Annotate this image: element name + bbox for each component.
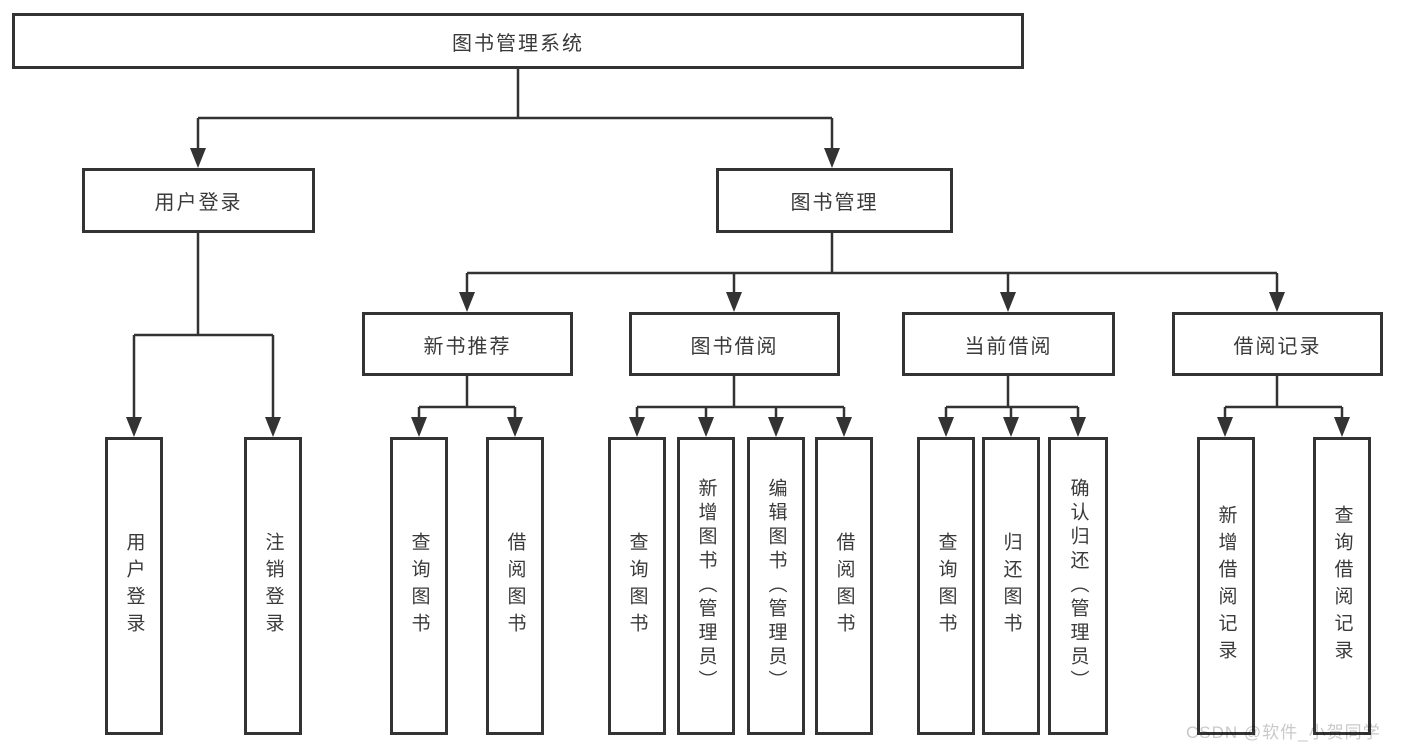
leaf-confirm-return-admin-label: 确认归还（管理员） [1067,478,1089,694]
leaf-logout-label: 注销登录 [262,532,284,640]
leaf-add-book-admin-label: 新增图书（管理员） [695,478,717,694]
leaf-user-login-label: 用户登录 [123,532,145,640]
leaf-add-book-admin: 新增图书（管理员） [677,437,735,735]
leaf-borrow-books: 借阅图书 [815,437,873,735]
leaf-query-books-recommend-label: 查询图书 [408,532,430,640]
leaf-add-borrow-record: 新增借阅记录 [1197,437,1255,735]
group-borrow-records: 借阅记录 [1172,312,1383,376]
connector-current-borrow-to-leaves [938,376,1086,437]
connector-root-to-level2 [190,69,840,168]
group-current-borrow-label: 当前借阅 [964,335,1053,358]
leaf-edit-book-admin-label: 编辑图书（管理员） [765,478,787,694]
leaf-add-borrow-record-label: 新增借阅记录 [1215,505,1237,667]
group-current-borrow: 当前借阅 [902,312,1115,376]
group-new-book-recommend-label: 新书推荐 [423,335,512,358]
leaf-borrow-books-recommend-label: 借阅图书 [504,532,526,640]
branch-book-management: 图书管理 [716,168,953,233]
leaf-query-books-current-label: 查询图书 [935,532,957,640]
group-borrow-records-label: 借阅记录 [1233,335,1322,358]
leaf-query-books-recommend: 查询图书 [390,437,448,735]
branch-book-management-label: 图书管理 [790,192,879,214]
connector-new-book-recommend-to-leaves [411,376,523,437]
leaf-logout: 注销登录 [244,437,302,735]
root-label: 图书管理系统 [452,32,584,55]
leaf-return-book: 归还图书 [982,437,1040,735]
branch-user-login: 用户登录 [82,168,315,233]
leaf-query-books-current: 查询图书 [917,437,975,735]
group-book-borrow: 图书借阅 [629,312,840,376]
branch-user-login-label: 用户登录 [154,192,243,214]
leaf-query-borrow-record-label: 查询借阅记录 [1331,505,1353,667]
root-box-library-system: 图书管理系统 [12,13,1024,69]
leaf-return-book-label: 归还图书 [1000,532,1022,640]
connector-book-borrow-to-leaves [629,376,852,437]
connector-book-management-to-level3 [459,233,1285,312]
connector-user-login-to-leaves [126,233,281,437]
leaf-confirm-return-admin: 确认归还（管理员） [1048,437,1108,735]
leaf-query-books-borrow: 查询图书 [608,437,666,735]
leaf-edit-book-admin: 编辑图书（管理员） [747,437,805,735]
connector-borrow-records-to-leaves [1217,376,1350,437]
leaf-query-books-borrow-label: 查询图书 [626,532,648,640]
leaf-query-borrow-record: 查询借阅记录 [1313,437,1371,735]
csdn-watermark: CSDN @软件_小贺同学 [1186,723,1381,742]
leaf-borrow-books-label: 借阅图书 [833,532,855,640]
leaf-borrow-books-recommend: 借阅图书 [486,437,544,735]
group-new-book-recommend: 新书推荐 [362,312,573,376]
leaf-user-login: 用户登录 [105,437,163,735]
group-book-borrow-label: 图书借阅 [690,335,779,358]
